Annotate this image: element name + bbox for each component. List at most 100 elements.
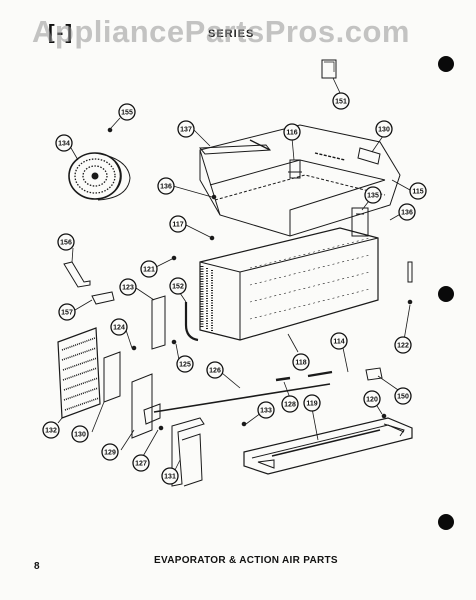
part-134-blower-wheel bbox=[68, 152, 131, 201]
callout-label: 157 bbox=[61, 310, 73, 317]
part-117-screw bbox=[209, 235, 215, 241]
callout-label: 134 bbox=[58, 141, 70, 148]
part-121-screw bbox=[171, 255, 177, 261]
callout-label: 117 bbox=[172, 222, 183, 229]
part-133-screw bbox=[241, 421, 247, 427]
part-131-bracket bbox=[171, 417, 205, 487]
callout-label: 131 bbox=[164, 474, 176, 481]
part-120-screw bbox=[381, 413, 387, 419]
callout-122: 122 bbox=[394, 336, 412, 354]
callout-134: 134 bbox=[55, 134, 73, 152]
part-122-screw bbox=[407, 299, 413, 305]
series-label: SERIES bbox=[208, 28, 255, 40]
watermark: AppliancePartsPros.com bbox=[32, 14, 410, 49]
callout-label: 123 bbox=[122, 285, 134, 292]
callout-135: 135 bbox=[364, 186, 382, 204]
callout-label: 133 bbox=[260, 408, 272, 415]
callout-label: 122 bbox=[397, 343, 409, 350]
part-126-rod bbox=[153, 383, 331, 413]
callout-130: 130 bbox=[375, 120, 393, 138]
top-panel-assembly bbox=[199, 124, 401, 237]
callout-label: 118 bbox=[295, 360, 306, 367]
callout-150: 150 bbox=[394, 387, 412, 405]
callout-label: 126 bbox=[209, 368, 221, 375]
callout-label: 151 bbox=[335, 99, 347, 106]
punch-hole-middle bbox=[438, 286, 454, 302]
part-130-panel bbox=[103, 351, 121, 403]
part-123-side-bracket bbox=[151, 295, 166, 350]
part-130-fitting bbox=[357, 147, 381, 165]
callout-label: 129 bbox=[104, 450, 116, 457]
callout-114: 114 bbox=[330, 332, 348, 350]
callout-130: 130 bbox=[71, 425, 89, 443]
callout-label: 150 bbox=[397, 394, 409, 401]
part-131-flange bbox=[181, 433, 203, 487]
callout-label: 132 bbox=[45, 428, 57, 435]
part-128-spring bbox=[275, 376, 291, 382]
callout-132: 132 bbox=[42, 421, 60, 439]
part-137-rod bbox=[198, 144, 271, 155]
callout-label: 119 bbox=[306, 401, 317, 408]
part-124-screw bbox=[131, 345, 137, 351]
callout-label: 116 bbox=[286, 130, 297, 137]
callout-117: 117 bbox=[169, 215, 187, 233]
callout-136: 136 bbox=[157, 177, 175, 195]
page-number: 8 bbox=[34, 561, 40, 572]
callout-131: 131 bbox=[161, 467, 179, 485]
callout-label: 130 bbox=[378, 127, 390, 134]
callout-133: 133 bbox=[257, 401, 275, 419]
part-152-tube bbox=[184, 302, 199, 342]
callout-126: 126 bbox=[206, 361, 224, 379]
callout-label: 137 bbox=[180, 127, 192, 134]
callout-119: 119 bbox=[303, 394, 321, 412]
callout-label: 135 bbox=[367, 193, 379, 200]
part-129-panel bbox=[131, 373, 153, 439]
part-119-base-pan bbox=[243, 417, 413, 475]
callout-label: 155 bbox=[121, 110, 133, 117]
callout-label: 152 bbox=[172, 284, 184, 291]
callout-137: 137 bbox=[177, 120, 195, 138]
callout-156: 156 bbox=[57, 233, 75, 251]
callout-label: 136 bbox=[401, 210, 413, 217]
punch-hole-bottom bbox=[438, 514, 454, 530]
callout-label: 156 bbox=[60, 240, 72, 247]
part-135-bracket bbox=[351, 207, 369, 237]
callout-129: 129 bbox=[101, 443, 119, 461]
callout-125: 125 bbox=[176, 355, 194, 373]
part-151-bracket bbox=[321, 59, 337, 79]
callout-127: 127 bbox=[132, 454, 150, 472]
part-132-filter-grille bbox=[57, 327, 101, 419]
callout-115: 115 bbox=[409, 182, 427, 200]
callout-128: 128 bbox=[281, 395, 299, 413]
callout-label: 120 bbox=[366, 397, 378, 404]
callout-120: 120 bbox=[363, 390, 381, 408]
callout-label: 136 bbox=[160, 184, 172, 191]
part-125-screw bbox=[171, 339, 177, 345]
part-122-bracket bbox=[407, 261, 413, 283]
part-127-screw bbox=[158, 425, 164, 431]
callout-label: 124 bbox=[113, 325, 125, 332]
section-code: [-] bbox=[48, 22, 74, 44]
callout-155: 155 bbox=[118, 103, 136, 121]
callout-label: 115 bbox=[412, 189, 423, 196]
callout-121: 121 bbox=[140, 260, 158, 278]
callout-label: 125 bbox=[179, 362, 191, 369]
callout-label: 130 bbox=[74, 432, 86, 439]
part-136-rod bbox=[314, 152, 346, 161]
page-caption: EVAPORATOR & ACTION AIR PARTS bbox=[154, 555, 338, 566]
callout-151: 151 bbox=[332, 92, 350, 110]
part-136-screw bbox=[211, 194, 217, 200]
part-116-bracket bbox=[288, 159, 302, 179]
callout-124: 124 bbox=[110, 318, 128, 336]
callout-label: 128 bbox=[284, 402, 296, 409]
callout-label: 127 bbox=[135, 461, 147, 468]
callout-118: 118 bbox=[292, 353, 310, 371]
part-156-bracket bbox=[63, 261, 91, 288]
part-157-bracket bbox=[91, 291, 115, 305]
part-118-evaporator-coil bbox=[199, 227, 379, 341]
callout-123: 123 bbox=[119, 278, 137, 296]
part-129-clip bbox=[143, 403, 161, 425]
part-155-screw bbox=[107, 127, 113, 133]
